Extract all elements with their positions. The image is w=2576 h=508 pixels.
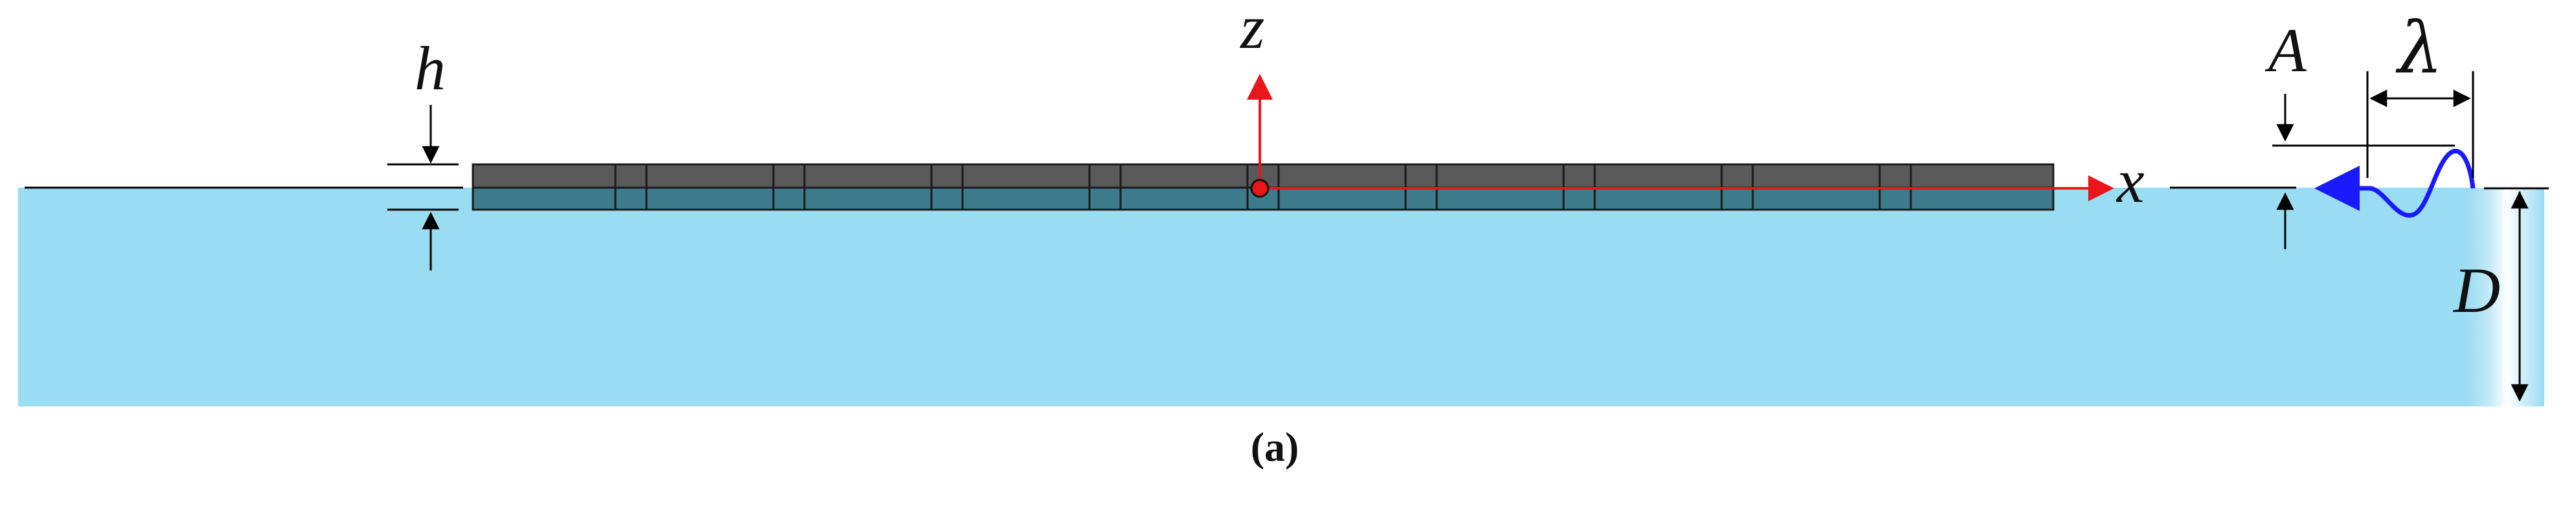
label-h: h <box>415 34 446 103</box>
wavelength-dimension-lambda: λ <box>2366 6 2474 178</box>
x-axis: x <box>1260 146 2145 215</box>
depth-dimension-D: D <box>2452 187 2549 402</box>
water-body <box>18 188 2544 406</box>
label-A: A <box>2264 16 2307 85</box>
wave-profile <box>2369 149 2476 218</box>
z-axis: z <box>1239 0 1273 188</box>
water-fade-region <box>2358 188 2544 406</box>
incident-wave <box>2314 149 2476 218</box>
label-z: z <box>1239 0 1264 61</box>
amplitude-dimension-A: A <box>2264 16 2455 249</box>
draft-dimension-h: h <box>387 34 459 271</box>
figure-caption: (a) <box>1251 424 1299 470</box>
label-D: D <box>2452 254 2500 326</box>
origin-point <box>1250 179 1270 198</box>
label-lambda: λ <box>2395 6 2443 89</box>
label-x: x <box>2115 146 2145 215</box>
